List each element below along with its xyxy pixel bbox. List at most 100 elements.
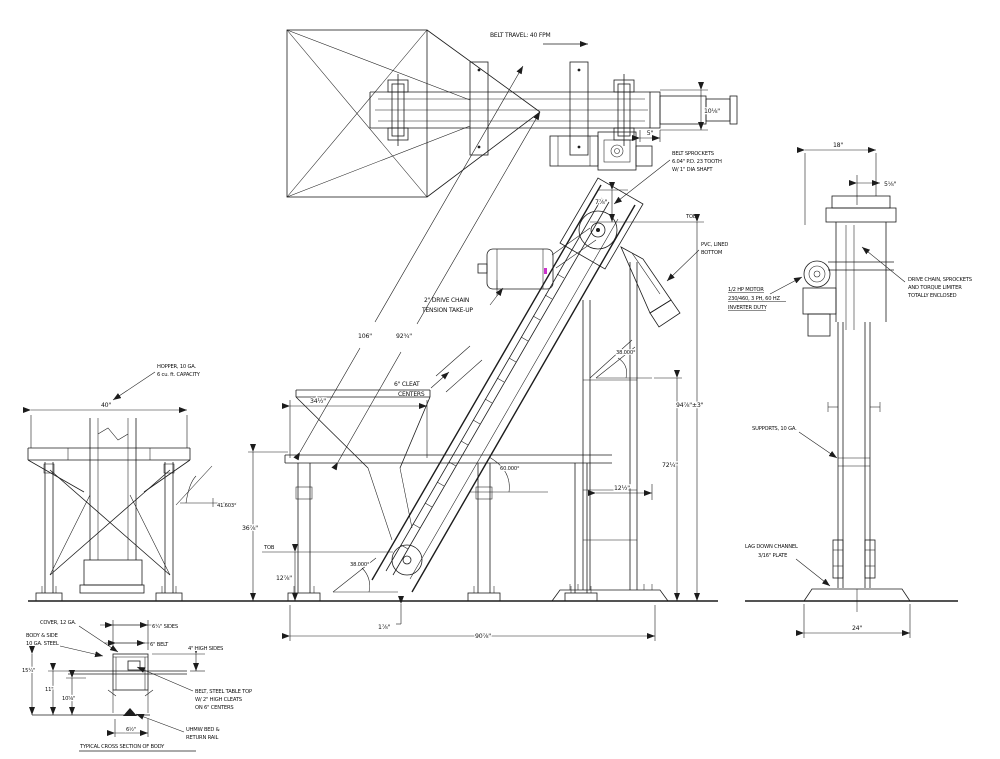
dim-conveyor-width: 10⅛" — [660, 82, 722, 131]
cross-section-title: TYPICAL CROSS SECTION OF BODY — [79, 744, 196, 752]
tension-line2: TENSION TAKE-UP — [421, 307, 473, 314]
dim-hopper-span: 34½" — [282, 396, 428, 458]
pvc-line2: BOTTOM — [701, 250, 722, 256]
dim-518-text: 5⅛" — [884, 181, 897, 188]
tob-head: TOB — [590, 213, 704, 223]
hopper-end-view: HOPPER, 10 GA. 6 cu. ft. CAPACITY 40" — [23, 364, 238, 602]
tension-takeup-callout: 2" DRIVE CHAIN TENSION TAKE-UP — [421, 280, 504, 314]
dim-3678-text: 36⅞" — [242, 525, 258, 532]
lag-down-callout: LAG DOWN CHANNEL 3/16" PLATE — [745, 544, 831, 587]
dim-9078-text: 90⅞" — [475, 633, 491, 640]
dim-778-text: 7⅞" — [595, 199, 608, 206]
belt-detail-callout: BELT, STEEL TABLE TOP W/ 2" HIGH CLEATS … — [136, 666, 252, 711]
dim-section-heights: 15¼" 11" 10⅝" — [21, 646, 86, 715]
cover-callout: COVER, 12 GA. — [40, 620, 119, 653]
angle-hopper-side: 41.603° — [175, 465, 238, 510]
belt-travel-callout: BELT TRAVEL: 40 FPM — [490, 32, 588, 47]
dim-head-offset: 5" — [632, 129, 661, 142]
belt-travel-label: BELT TRAVEL: 40 FPM — [490, 32, 550, 39]
conveyor-plan — [369, 74, 650, 146]
supports-text: SUPPORTS, 10 GA. — [752, 426, 797, 432]
cross-section-detail: 15¼" 11" 10⅝" 6¼" SIDES 6" BELT 4" HIGH … — [21, 620, 252, 752]
angle-head-text: 38.000° — [616, 350, 636, 356]
cleats-line2: CENTERS — [398, 391, 425, 398]
inclined-conveyor — [371, 177, 681, 593]
main-elevation-view: 106" 92¾" 2" DRIVE CHAIN TENSION TAKE-UP… — [241, 65, 729, 641]
dim-tower-width: 18" — [797, 141, 877, 225]
dim-1514-text: 15¼" — [22, 668, 35, 674]
dim-tower-offset: 5⅛" — [849, 175, 898, 205]
discharge-tower-elevation — [551, 262, 669, 602]
lag-line1: LAG DOWN CHANNEL — [745, 544, 798, 550]
motor-line1: 1/2 HP MOTOR — [728, 287, 764, 293]
cross-section-title-text: TYPICAL CROSS SECTION OF BODY — [79, 744, 165, 750]
hopper-line1: HOPPER, 10 GA. — [157, 364, 197, 370]
lag-line2: 3/16" PLATE — [758, 553, 787, 559]
body-line2: 10 GA. STEEL — [26, 641, 59, 647]
angle-hopper-text: 41.603° — [217, 503, 237, 509]
belt-sprockets-callout: BELT SPROCKETS 6.04" P.D. 23 TOOTH W/ 1"… — [613, 151, 722, 205]
uhmw-line1: UHMW BED & — [186, 727, 220, 733]
dim-discharge-height: 94⅞"±3" — [675, 214, 705, 601]
sprockets-line1: BELT SPROCKETS — [672, 151, 714, 157]
tension-line1: 2" DRIVE CHAIN — [424, 297, 469, 304]
drive-line2: AND TORQUE LIMITER — [908, 285, 962, 291]
dim-1278-text: 12⅞" — [276, 575, 292, 582]
drive-plan — [549, 131, 653, 171]
angle-incline: 60.000° — [470, 456, 548, 493]
dim-1212-text: 12½" — [614, 484, 630, 492]
dim-612-text: 6½" — [126, 726, 136, 733]
dim-92-text: 92¾" — [396, 333, 412, 340]
dim-9478-text: 94⅞"±3" — [676, 402, 704, 409]
sprockets-line2: 6.04" P.D. 23 TOOTH — [672, 159, 722, 165]
dim-support-offset: 12½" — [588, 483, 653, 500]
dim-11-text: 11" — [45, 687, 53, 693]
dim-614-sides-text: 6¼" SIDES — [152, 624, 178, 630]
hopper-plan-outline — [286, 29, 541, 198]
tower-head-machinery — [802, 195, 897, 337]
dim-40-text: 40" — [101, 402, 111, 409]
cross-section-geometry — [32, 653, 187, 716]
uhmw-callout: UHMW BED & RETURN RAIL — [135, 713, 220, 741]
dim-head-offset-text: 5" — [647, 130, 654, 137]
dim-106-text: 106" — [358, 333, 372, 340]
dim-incline-overall: 106" — [293, 65, 524, 461]
motor-line3: INVERTER DUTY — [728, 305, 768, 311]
body-side-callout: BODY & SIDE 10 GA. STEEL — [26, 633, 104, 658]
dim-3412-text: 34½" — [310, 397, 326, 405]
dim-18-text: 18" — [833, 142, 843, 149]
body-line1: BODY & SIDE — [26, 633, 58, 639]
tob-tail: TOB 12⅞" — [262, 544, 393, 601]
sprockets-line3: W/ 1" DIA SHAFT — [672, 167, 713, 173]
dim-7214-text: 72¼" — [662, 462, 678, 469]
dim-table-height: 36⅞" — [241, 444, 288, 601]
cleat-ticks — [400, 273, 565, 550]
dim-6-belt-text: 6" BELT — [150, 642, 169, 648]
annotation-mark — [544, 268, 547, 274]
belt-detail-line2: W/ 2" HIGH CLEATS — [195, 697, 242, 703]
dim-section-widths: 6¼" SIDES 6" BELT 4" HIGH SIDES 6½" — [100, 620, 224, 737]
dim-head-clearance: 7⅞" — [594, 182, 628, 222]
drive-line3: TOTALLY ENCLOSED — [907, 293, 957, 299]
dim-support-height: 72¼" — [654, 370, 682, 601]
plan-cross-stands — [469, 61, 589, 156]
hopper-end-structure — [27, 418, 191, 602]
hopper-line2: 6 cu. ft. CAPACITY — [157, 372, 201, 378]
belt-detail-line3: ON 6" CENTERS — [195, 705, 233, 711]
drive-chain-callout: DRIVE CHAIN, SPROCKETS AND TORQUE LIMITE… — [861, 246, 972, 299]
discharge-plan — [649, 91, 738, 129]
angle-tail: 38.000° — [332, 557, 398, 593]
dim-tail-offset: 1⅞" — [377, 596, 404, 632]
drive-line1: DRIVE CHAIN, SPROCKETS — [908, 277, 972, 283]
cleat-centers-callout: 6" CLEAT CENTERS — [394, 345, 483, 398]
label-high-sides-text: 4" HIGH SIDES — [188, 646, 223, 652]
top-plan-view: BELT TRAVEL: 40 FPM 10⅛" 5" — [286, 29, 738, 198]
cleats-line1: 6" CLEAT — [394, 381, 420, 388]
motor-callout: 1/2 HP MOTOR 230/460, 3 PH, 60 HZ INVERT… — [728, 276, 803, 311]
pvc-line1: PVC, LINED — [701, 242, 728, 248]
dim-overall-length: 90⅞" — [282, 605, 656, 641]
tower-end-view: 18" 5⅛" — [728, 141, 972, 638]
dim-conveyor-width-text: 10⅛" — [704, 108, 720, 115]
